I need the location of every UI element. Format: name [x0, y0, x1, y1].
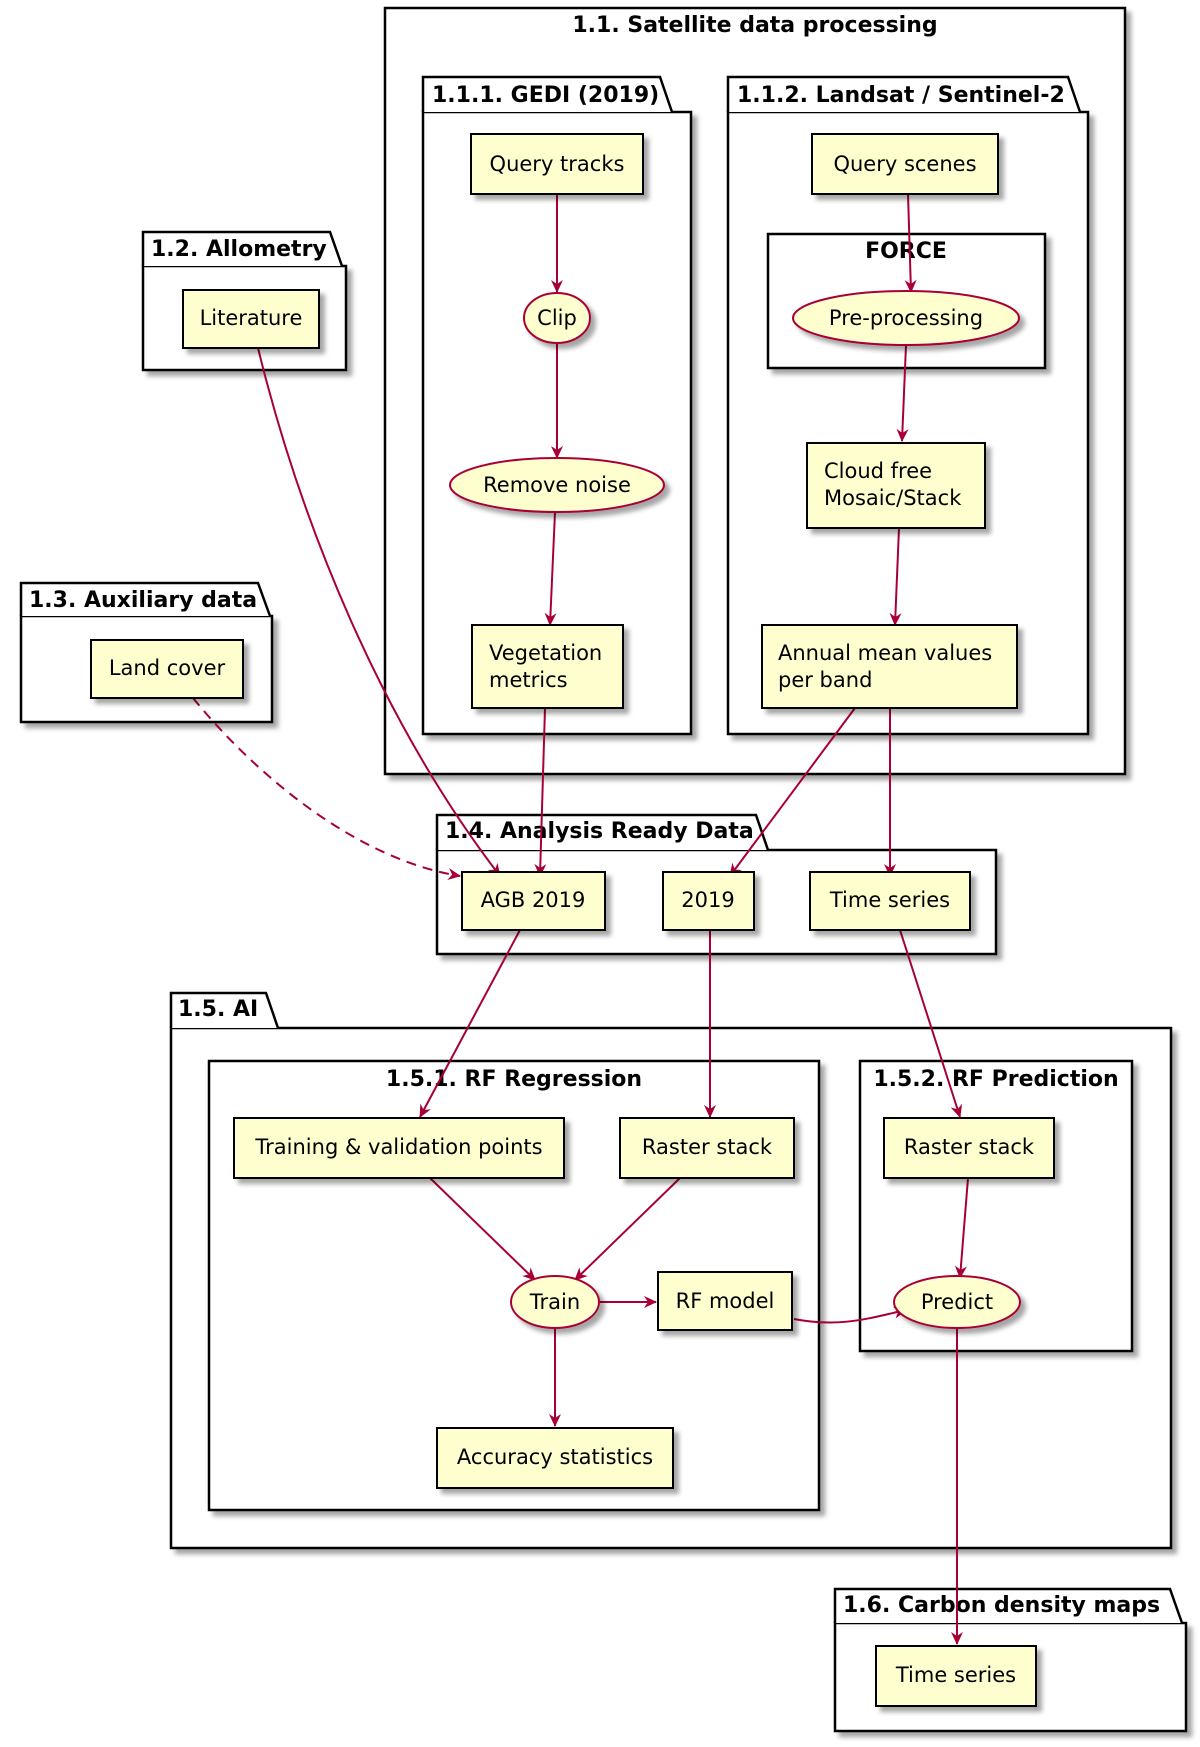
node-2019: 2019 [662, 871, 755, 931]
edge-preprocessing-cloudfree [896, 344, 909, 442]
package-allometry-title: 1.2. Allometry [151, 237, 327, 262]
svg-text:metrics: metrics [489, 668, 568, 692]
edge-timeseries-raster-pred [899, 929, 963, 1118]
node-annual-mean-values: Annual mean values per band [761, 624, 1018, 709]
package-satellite-title: 1.1. Satellite data processing [572, 13, 937, 38]
package-ai-title: 1.5. AI [178, 997, 258, 1022]
svg-text:Accuracy statistics: Accuracy statistics [457, 1445, 653, 1469]
edge-landcover-agb [192, 697, 461, 881]
package-carbon-title: 1.6. Carbon density maps [843, 1593, 1160, 1618]
node-clip: Clip [523, 292, 591, 344]
edge-raster-train [574, 1177, 681, 1281]
edge-cloudfree-annual [889, 527, 902, 626]
package-auxiliary-title: 1.3. Auxiliary data [29, 588, 257, 613]
svg-text:Cloud free: Cloud free [824, 459, 932, 483]
package-auxiliary-data: 1.3. Auxiliary data [19, 581, 274, 724]
svg-text:Pre-processing: Pre-processing [829, 306, 983, 330]
svg-text:Query tracks: Query tracks [490, 152, 625, 176]
edge-raster-predict [954, 1177, 969, 1279]
svg-text:Training & validation points: Training & validation points [254, 1135, 542, 1159]
package-force-title: FORCE [865, 239, 947, 264]
node-predict: Predict [893, 1275, 1021, 1329]
svg-text:Land cover: Land cover [109, 656, 226, 680]
svg-text:Time series: Time series [895, 1663, 1016, 1687]
node-agb-2019: AGB 2019 [461, 871, 606, 931]
svg-text:Raster stack: Raster stack [642, 1135, 773, 1159]
edge-vegetation-agb [534, 707, 547, 877]
package-landsat-title: 1.1.2. Landsat / Sentinel-2 [737, 83, 1065, 108]
node-train: Train [510, 1275, 600, 1329]
node-vegetation-metrics: Vegetation metrics [471, 624, 624, 709]
node-time-series-carbon: Time series [875, 1645, 1037, 1707]
package-ard-title: 1.4. Analysis Ready Data [445, 819, 754, 844]
svg-text:Vegetation: Vegetation [489, 641, 602, 665]
package-rf-prediction-title: 1.5.2. RF Prediction [873, 1067, 1118, 1092]
svg-text:Clip: Clip [537, 306, 577, 330]
edge-literature-agb [257, 347, 501, 877]
svg-text:Mosaic/Stack: Mosaic/Stack [824, 486, 962, 510]
node-remove-noise: Remove noise [449, 457, 665, 513]
package-rf-regression-title: 1.5.1. RF Regression [386, 1067, 642, 1092]
edge-agb-training [419, 929, 521, 1118]
edge-rfmodel-predict [793, 1306, 907, 1324]
node-land-cover: Land cover [90, 639, 244, 699]
svg-text:AGB 2019: AGB 2019 [481, 888, 586, 912]
edge-query-scenes-preprocessing [904, 193, 917, 293]
node-query-tracks: Query tracks [470, 133, 644, 195]
node-cloud-free-mosaic: Cloud free Mosaic/Stack [806, 442, 986, 529]
node-accuracy-statistics: Accuracy statistics [436, 1427, 674, 1489]
svg-text:Query scenes: Query scenes [833, 152, 976, 176]
node-raster-stack-regression: Raster stack [619, 1117, 795, 1179]
edge-remove-noise-vegetation [544, 511, 557, 626]
edge-training-train [429, 1177, 536, 1281]
svg-text:per band: per band [778, 668, 872, 692]
edges [192, 193, 969, 1645]
svg-text:Annual mean values: Annual mean values [778, 641, 992, 665]
svg-text:Remove noise: Remove noise [483, 473, 631, 497]
svg-text:Time series: Time series [829, 888, 950, 912]
node-training-validation-points: Training & validation points [233, 1117, 565, 1179]
edge-annual-2019 [729, 707, 856, 877]
node-query-scenes: Query scenes [811, 133, 999, 195]
svg-text:Raster stack: Raster stack [904, 1135, 1035, 1159]
svg-text:2019: 2019 [681, 888, 734, 912]
node-time-series-ard: Time series [809, 871, 971, 931]
node-raster-stack-prediction: Raster stack [883, 1117, 1055, 1179]
svg-text:Train: Train [529, 1290, 580, 1314]
node-rf-model: RF model [657, 1271, 793, 1331]
svg-text:Predict: Predict [921, 1290, 993, 1314]
node-literature: Literature [182, 289, 320, 349]
node-pre-processing: Pre-processing [792, 290, 1020, 346]
package-gedi-title: 1.1.1. GEDI (2019) [432, 83, 659, 108]
svg-text:RF model: RF model [676, 1289, 775, 1313]
svg-text:Literature: Literature [200, 306, 303, 330]
